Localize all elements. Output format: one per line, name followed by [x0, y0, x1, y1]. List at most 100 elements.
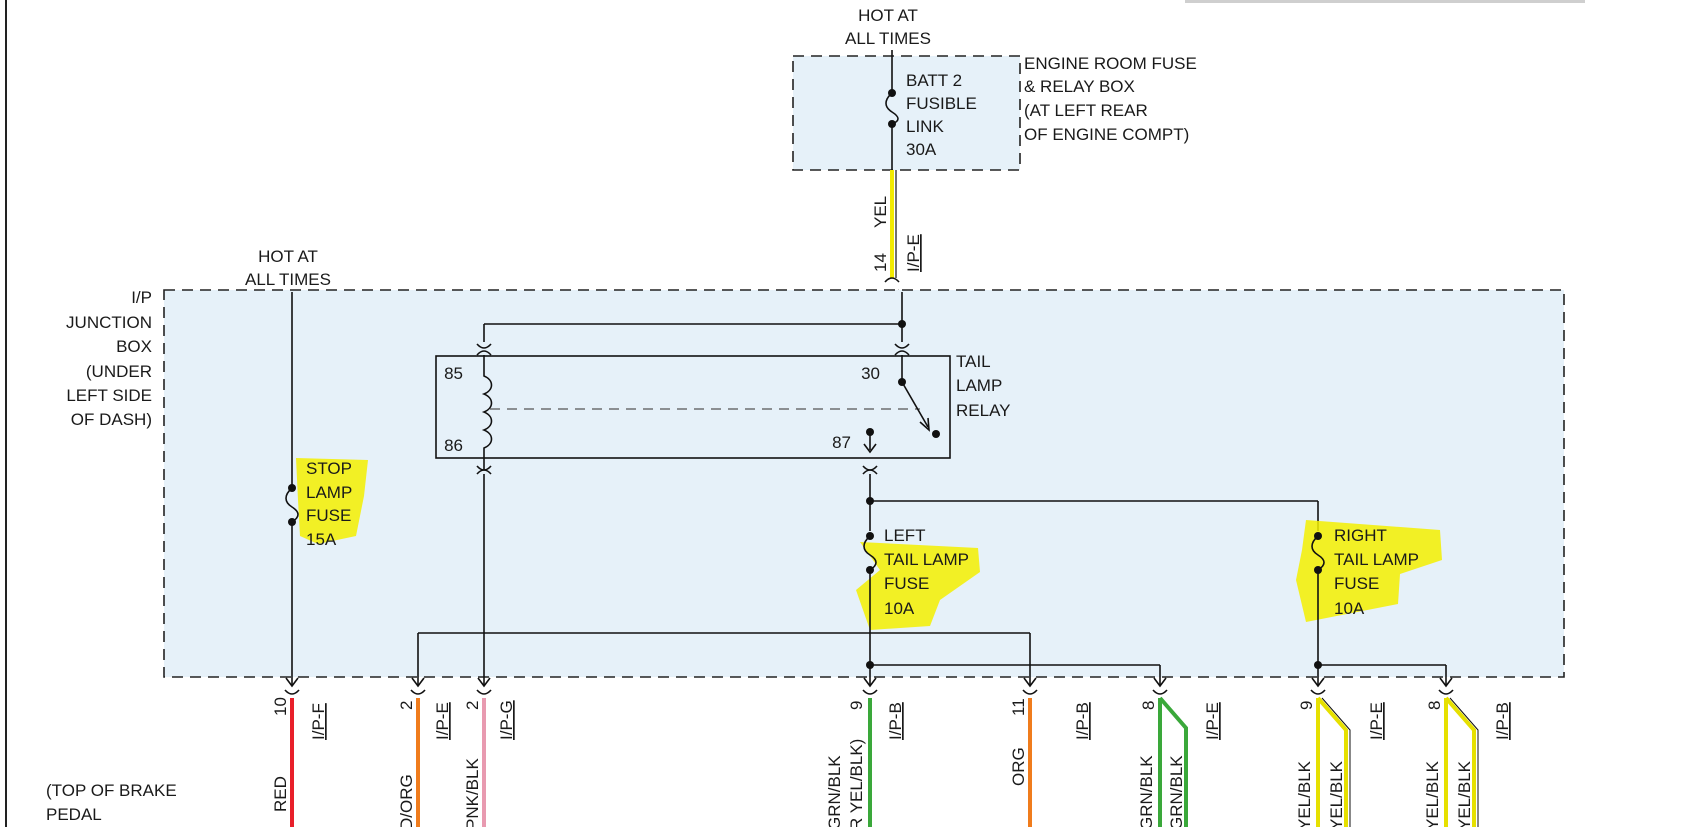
- pin-number: 9: [1297, 701, 1316, 710]
- pin-number: 8: [1425, 701, 1444, 710]
- stop-fuse-highlight: [296, 458, 368, 544]
- pin-number: 9: [847, 701, 866, 710]
- connector-arrow: [285, 677, 299, 688]
- top-right-bar: [1185, 0, 1585, 3]
- connector-label: I/P-B: [886, 702, 905, 740]
- engine-box-label-4: OF ENGINE COMPT): [1024, 125, 1189, 144]
- relay-label-3: RELAY: [956, 401, 1011, 420]
- wire-color-label: YEL/BLK: [1327, 760, 1346, 827]
- relay-switch-arm: [901, 381, 929, 428]
- left-fuse-label-4: 10A: [884, 599, 915, 618]
- relay-contact-87: [932, 430, 940, 438]
- pin-number: 10: [271, 697, 290, 716]
- ip-box-label-2: JUNCTION: [66, 313, 152, 332]
- wire-color-label: YEL/BLK: [1295, 760, 1314, 827]
- engine-room-box-fill: [793, 56, 1020, 170]
- pin-number: 8: [1139, 701, 1158, 710]
- stop-fuse-label-4: 15A: [306, 530, 337, 549]
- wire-color-label: RED: [271, 776, 290, 812]
- hot-at-all-times-top-2: ALL TIMES: [845, 29, 931, 48]
- right-tail-lamp-fuse-symbol: [1311, 535, 1325, 571]
- engine-box-label-2: & RELAY BOX: [1024, 77, 1135, 96]
- stop-fuse-label-3: FUSE: [306, 506, 351, 525]
- right-fuse-highlight: [1296, 520, 1442, 622]
- yellow-wire-edges: [1321, 697, 1479, 827]
- relay-87-arrow: [863, 443, 877, 454]
- green-black-wire-pair: [1158, 696, 1188, 827]
- pin-number: 11: [1009, 698, 1028, 716]
- stop-fuse-label-1: STOP: [306, 459, 352, 478]
- hot-at-all-times-top-1: HOT AT: [858, 6, 918, 25]
- left-fuse-highlight: [856, 542, 980, 630]
- engine-room-box: [792, 55, 1021, 171]
- left-tail-lamp-fuse-symbol: [863, 535, 877, 571]
- connector-arrow: [1023, 677, 1037, 688]
- top-connector-symbol: [884, 277, 900, 283]
- ip-box-label-6: OF DASH): [71, 410, 152, 429]
- ip-box-label-5: LEFT SIDE: [66, 386, 152, 405]
- relay-connector-30: [894, 350, 910, 356]
- relay-coil-symbol: [481, 355, 493, 470]
- connector-label: I/P-E: [1203, 702, 1222, 740]
- hot-at-all-times-left-1: HOT AT: [258, 247, 318, 266]
- wire-color-label: GRN/BLK: [1167, 755, 1186, 827]
- relay-connector-85: [476, 350, 492, 356]
- stop-fuse-label-2: LAMP: [306, 483, 352, 502]
- relay-pin-30: 30: [861, 364, 880, 383]
- relay-pin-85: 85: [444, 364, 463, 383]
- wire-color-label: YEL/BLK: [1455, 760, 1474, 827]
- connector-arrow: [477, 677, 491, 688]
- right-fuse-label-2: TAIL LAMP: [1334, 550, 1419, 569]
- batt-label-2: FUSIBLE: [906, 94, 977, 113]
- wire-color-label: GRN/BLK: [1137, 755, 1156, 827]
- left-fuse-label-1: LEFT: [884, 526, 926, 545]
- relay-86-connector: [476, 469, 492, 475]
- batt-label-4: 30A: [906, 140, 937, 159]
- relay-connector-85-top: [476, 343, 492, 349]
- left-fuse-label-3: FUSE: [884, 574, 929, 593]
- connector-label: I/P-G: [497, 700, 516, 740]
- connector-arrow: [1439, 677, 1453, 688]
- ip-junction-box: [163, 289, 1565, 678]
- wire-color-label: PNK/BLK: [463, 758, 482, 827]
- connector-arrow: [1311, 677, 1325, 688]
- relay-connector-30-top: [894, 343, 910, 349]
- yel-wire-color-label: YEL: [871, 196, 890, 228]
- brake-pedal-label-1: (TOP OF BRAKE: [46, 781, 177, 800]
- relay-switch-arrow: [919, 417, 930, 432]
- connector-label: I/P-E: [1367, 702, 1386, 740]
- tail-lamp-relay-box: [435, 355, 951, 459]
- fusible-link-symbol: [885, 92, 899, 125]
- ip-box-label-3: BOX: [116, 337, 152, 356]
- connector-arrow: [1153, 677, 1167, 688]
- ip-box-label-1: I/P: [131, 288, 152, 307]
- connector-label: I/P-B: [1073, 702, 1092, 740]
- relay-87-connector: [862, 469, 878, 475]
- wire-color-label: D/ORG: [397, 774, 416, 827]
- top-pin-number: 14: [871, 253, 890, 272]
- connector-arrow: [863, 677, 877, 688]
- left-fuse-label-2: TAIL LAMP: [884, 550, 969, 569]
- batt-label-3: LINK: [906, 117, 944, 136]
- ip-junction-box-fill: [164, 290, 1564, 677]
- ip-box-label-4: (UNDER: [86, 362, 152, 381]
- wire-color-label: ORG: [1009, 747, 1028, 786]
- wire-color-label: YEL/BLK: [1423, 760, 1442, 827]
- bottom-connectors: [284, 689, 1454, 695]
- stop-lamp-fuse-symbol: [285, 487, 299, 523]
- relay-label-1: TAIL: [956, 352, 991, 371]
- engine-box-label-3: (AT LEFT REAR: [1024, 101, 1148, 120]
- relay-pin-87: 87: [832, 433, 851, 452]
- batt-label-1: BATT 2: [906, 71, 962, 90]
- connector-label: I/P-F: [309, 703, 328, 740]
- yellow-black-wire-pair: [1316, 696, 1348, 827]
- connector-arrow: [411, 677, 425, 688]
- right-fuse-label-1: RIGHT: [1334, 526, 1387, 545]
- relay-label-2: LAMP: [956, 376, 1002, 395]
- connector-label: I/P-B: [1493, 702, 1512, 740]
- brake-pedal-label-2: PEDAL: [46, 805, 102, 824]
- wire-color-label: GRN/BLK: [825, 755, 844, 827]
- right-fuse-label-4: 10A: [1334, 599, 1365, 618]
- pin-number: 2: [463, 701, 482, 710]
